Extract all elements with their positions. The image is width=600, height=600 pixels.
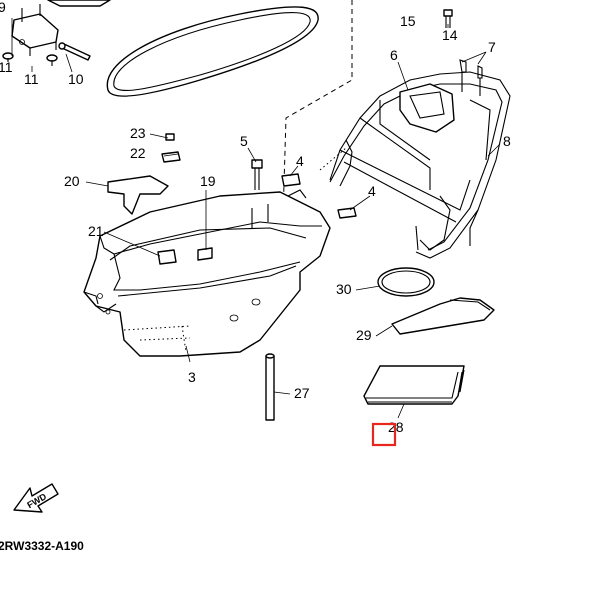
clip-4-upper: [281, 173, 301, 187]
manual-28: [363, 365, 465, 405]
callout-6: 6: [390, 47, 398, 63]
bracket-20: [107, 175, 169, 215]
callout-19: 19: [200, 173, 216, 189]
rod-27: [265, 353, 275, 421]
callout-4-lower: 4: [368, 183, 376, 199]
callout-9: 9: [0, 0, 6, 15]
callout-22: 22: [130, 145, 146, 161]
callout-14: 14: [442, 27, 458, 43]
nut-22: [161, 151, 181, 163]
callout-11-left: 11: [0, 59, 13, 75]
clip-4-lower: [337, 207, 357, 219]
screw-23: [165, 133, 175, 141]
callout-10: 10: [68, 71, 84, 87]
highlight-box: [371, 422, 397, 447]
fwd-arrow-icon: FWD: [13, 483, 59, 513]
callout-15: 15: [400, 13, 416, 29]
label-21: [157, 249, 177, 265]
bolt-5: [251, 159, 263, 190]
guide-line: [269, 0, 353, 261]
drive-belt: [106, 6, 319, 97]
frame: [319, 71, 511, 259]
callout-30: 30: [336, 281, 352, 297]
seat-lock-bracket: [399, 59, 483, 133]
callout-7: 7: [488, 39, 496, 55]
bolt-14: [443, 9, 453, 28]
storage-box: [83, 189, 331, 357]
callout-8: 8: [503, 133, 511, 149]
bracket-assembly: [2, 4, 91, 66]
callout-21: 21: [88, 223, 104, 239]
drawing-code: 2RW3332-A190: [0, 539, 84, 553]
callout-4-upper: 4: [296, 153, 304, 169]
leader-lines: [11, 18, 501, 419]
callout-3: 3: [188, 369, 196, 385]
partial-cover-top: [47, 0, 111, 7]
callout-20: 20: [64, 173, 80, 189]
mat-29: [391, 297, 495, 335]
callout-5: 5: [240, 133, 248, 149]
callout-11-right: 11: [24, 71, 39, 87]
callout-27: 27: [294, 385, 310, 401]
label-19: [197, 247, 213, 261]
callout-23: 23: [130, 125, 146, 141]
callout-29: 29: [356, 327, 372, 343]
o-ring-30: [377, 267, 435, 297]
